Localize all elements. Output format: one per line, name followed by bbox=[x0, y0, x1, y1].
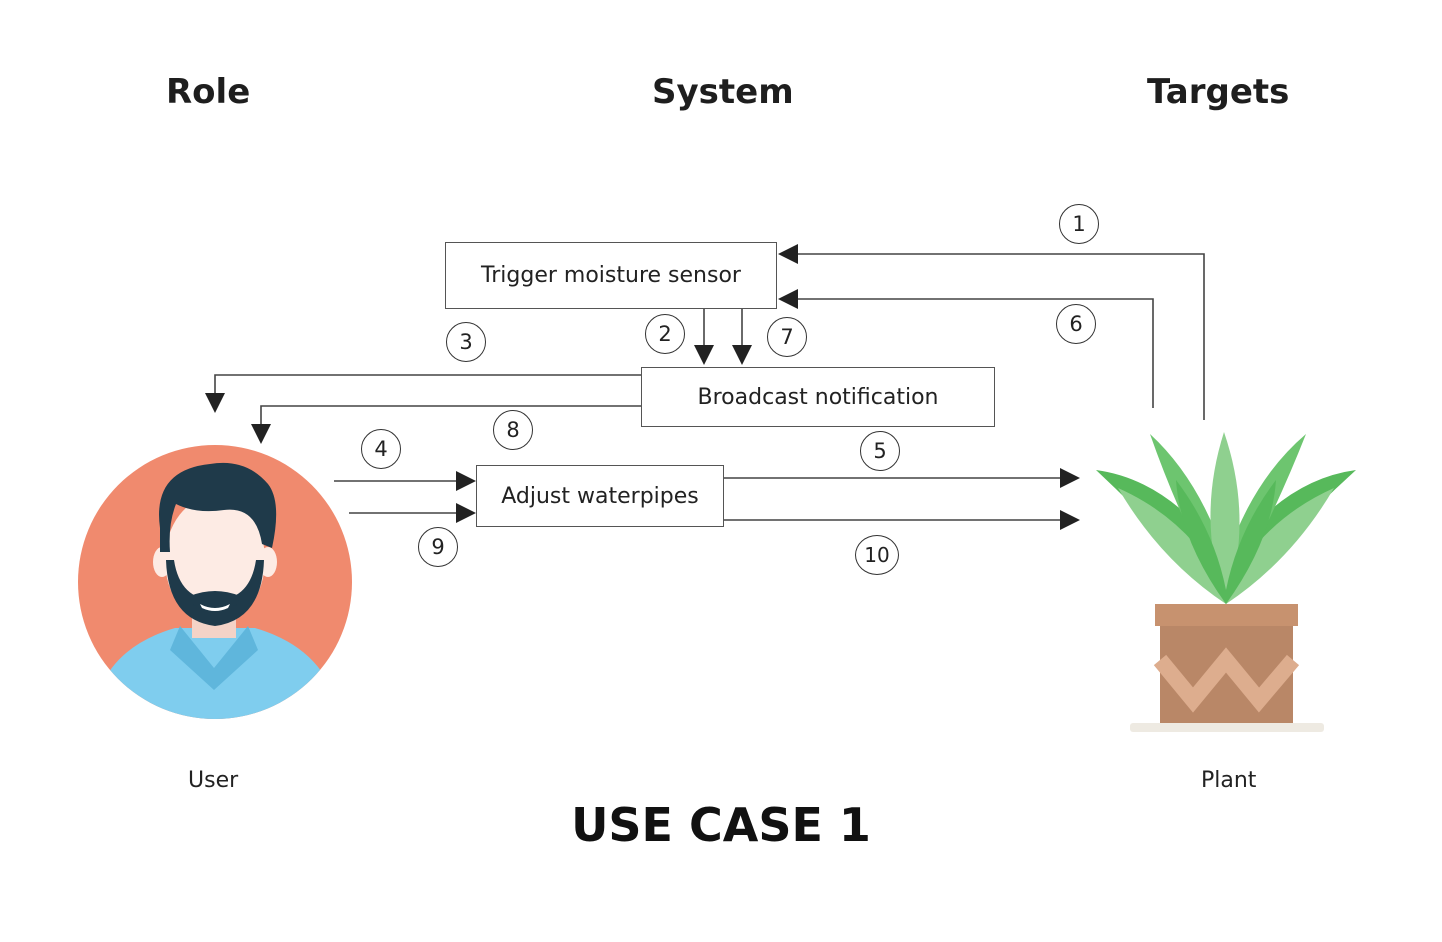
targets-header: Targets bbox=[1147, 72, 1290, 112]
step-4-badge: 4 bbox=[361, 429, 401, 469]
step-1-badge: 1 bbox=[1059, 204, 1099, 244]
step-9-badge: 9 bbox=[418, 527, 458, 567]
trigger-moisture-sensor-box: Trigger moisture sensor bbox=[445, 242, 777, 309]
plant-label: Plant bbox=[1201, 768, 1257, 793]
arrow-step-1 bbox=[778, 244, 1205, 420]
arrow-step-6 bbox=[778, 289, 1154, 408]
user-label: User bbox=[188, 768, 239, 793]
step-6-badge: 6 bbox=[1056, 304, 1096, 344]
adjust-waterpipes-box: Adjust waterpipes bbox=[476, 465, 724, 527]
step-7-badge: 7 bbox=[767, 317, 807, 357]
arrow-step-8 bbox=[251, 405, 641, 444]
system-header: System bbox=[652, 72, 794, 112]
step-10-badge: 10 bbox=[855, 535, 899, 575]
role-header: Role bbox=[166, 72, 251, 112]
use-case-title: USE CASE 1 bbox=[571, 798, 871, 852]
arrow-step-3 bbox=[205, 374, 641, 413]
step-3-badge: 3 bbox=[446, 322, 486, 362]
step-8-badge: 8 bbox=[493, 410, 533, 450]
step-2-badge: 2 bbox=[645, 314, 685, 354]
broadcast-notification-box: Broadcast notification bbox=[641, 367, 995, 427]
step-5-badge: 5 bbox=[860, 431, 900, 471]
